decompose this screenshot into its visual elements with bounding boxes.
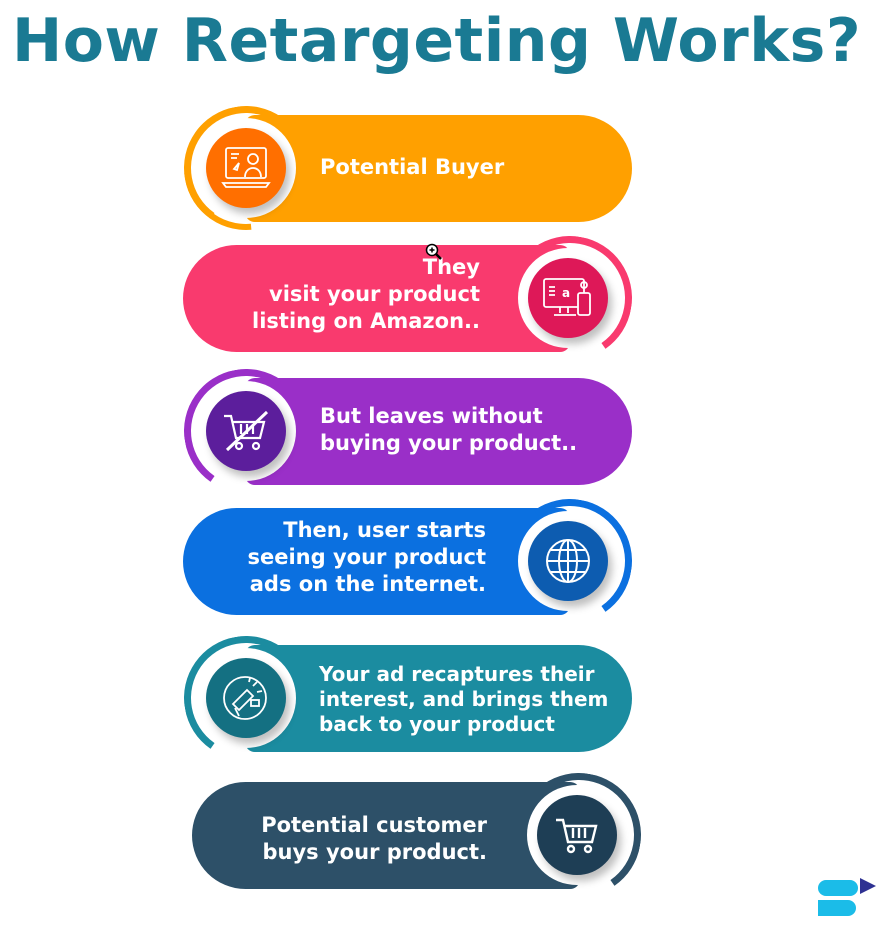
step-6-text: Potential customer buys your product. (261, 813, 487, 864)
megaphone-icon (206, 658, 286, 738)
step-3-bubble (245, 378, 632, 485)
amazon-monitor-icon: a (528, 258, 608, 338)
cart-icon (537, 795, 617, 875)
page-title: How Retargeting Works? (12, 6, 862, 76)
step-3-text: But leaves without buying your product.. (320, 404, 578, 455)
step-5-text: Your ad recaptures their interest, and b… (319, 662, 609, 736)
step-4-text: Then, user starts seeing your product ad… (247, 518, 487, 596)
step-1-text: Potential Buyer (320, 155, 505, 179)
step-4-bubble (183, 508, 570, 615)
step-1-bubble (245, 115, 632, 222)
cart-cancel-icon (206, 391, 286, 471)
brand-logo (816, 876, 878, 924)
svg-text:a: a (562, 286, 570, 300)
laptop-user-icon (206, 128, 286, 208)
zoom-cursor-icon (425, 243, 443, 265)
step-2-bubble (183, 245, 570, 352)
step-5-bubble (245, 645, 632, 752)
step-6-bubble (192, 782, 580, 889)
step-2-text: They visit your product listing on Amazo… (252, 255, 480, 333)
globe-icon (528, 521, 608, 601)
